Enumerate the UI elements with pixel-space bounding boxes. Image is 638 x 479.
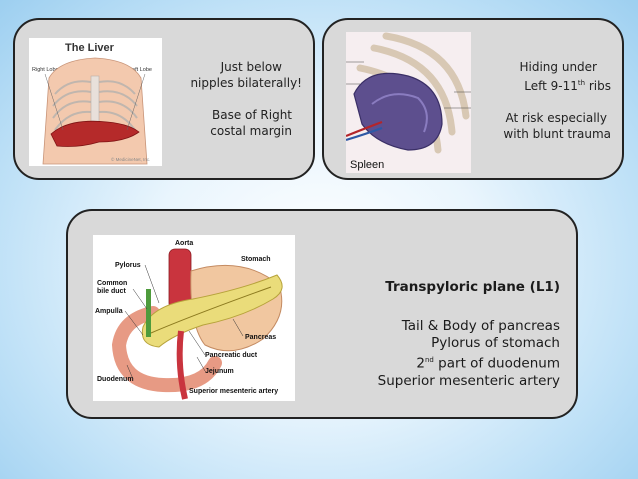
pancreas-shape xyxy=(141,274,283,348)
liver-line-4: costal margin xyxy=(210,124,292,138)
liver-figure-left-lobe: Left Lobe xyxy=(129,67,152,73)
label-pancreas: Pancreas xyxy=(245,334,276,341)
pancreas-illustration: Aorta Stomach Pylorus Common bile duct A… xyxy=(93,235,295,401)
pancreas-line-4: Superior mesenteric artery xyxy=(377,372,560,389)
liver-line-2: nipples bilaterally! xyxy=(190,76,302,90)
label-sma: Superior mesenteric artery xyxy=(189,388,278,395)
label-common-1: Common xyxy=(97,280,127,287)
pancreas-line-3: 2nd part of duodenum xyxy=(416,355,560,372)
liver-figure-right-lobe: Right Lobe xyxy=(32,67,59,73)
label-ampulla: Ampulla xyxy=(95,308,123,315)
spleen-figure-label: Spleen xyxy=(350,159,384,171)
duodenum-shape xyxy=(111,306,222,393)
spleen-card: Spleen Hiding under Left 9-11th ribs At … xyxy=(322,18,624,180)
label-pylorus: Pylorus xyxy=(115,262,141,269)
label-jejunum: Jejunum xyxy=(205,368,234,375)
liver-figure-credit: © MedicineNet, Inc. xyxy=(111,156,150,162)
spleen-line-3: At risk especially xyxy=(505,111,608,125)
liver-line-1: Just below xyxy=(220,60,282,74)
spleen-line-1: Hiding under xyxy=(519,60,598,74)
spleen-illustration: Spleen xyxy=(346,32,471,173)
label-pancreatic-duct: Pancreatic duct xyxy=(205,352,258,359)
liver-line-3: Base of Right xyxy=(211,108,292,122)
liver-illustration: The Liver Right Lobe Left Lobe © xyxy=(29,38,162,166)
label-common-2: bile duct xyxy=(97,288,126,295)
liver-shape xyxy=(50,120,140,147)
spleen-shape xyxy=(353,72,443,151)
pancreas-line-2: Pylorus of stomach xyxy=(431,335,560,351)
pancreas-title: Transpyloric plane (L1) xyxy=(385,279,560,295)
pancreas-line-1: Tail & Body of pancreas xyxy=(401,318,560,334)
spleen-line-4: with blunt trauma xyxy=(503,127,611,141)
label-stomach: Stomach xyxy=(241,256,271,263)
liver-card: The Liver Right Lobe Left Lobe © xyxy=(13,18,315,180)
pancreas-card: Aorta Stomach Pylorus Common bile duct A… xyxy=(66,209,578,419)
label-duodenum: Duodenum xyxy=(97,376,134,383)
spleen-line-2: Left 9-11th ribs xyxy=(524,79,611,93)
liver-figure-title: The Liver xyxy=(65,42,115,54)
label-aorta: Aorta xyxy=(175,240,193,247)
